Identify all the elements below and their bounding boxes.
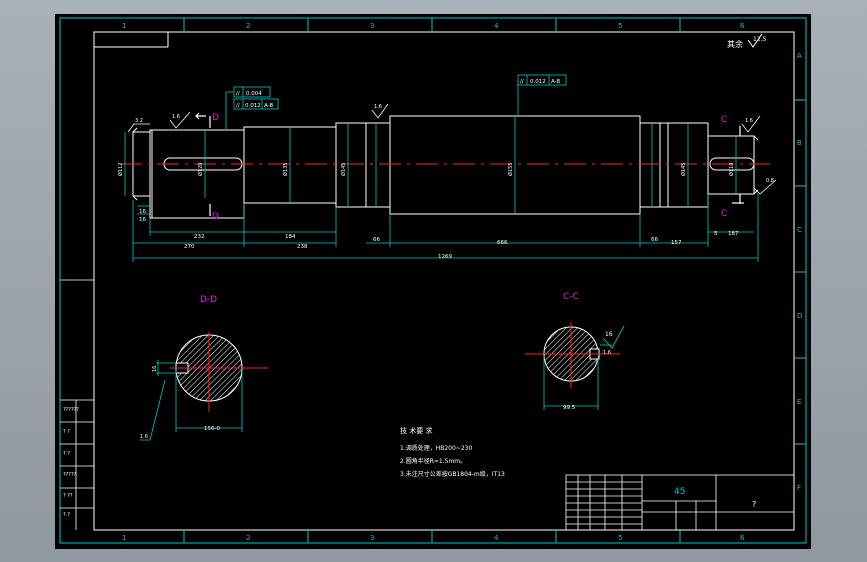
dim-small1: 16 — [139, 209, 146, 215]
section-cc-key: 16 — [605, 331, 613, 338]
dim-g: 66 — [651, 237, 658, 243]
section-cc-roughness: 1.6 — [603, 350, 611, 356]
section-dd-width: 156-0 — [204, 426, 220, 432]
dim-h: 157 — [671, 240, 682, 246]
zone-ticks — [183, 18, 806, 543]
zone-col-label: 3 — [370, 22, 374, 30]
section-cc-title: C-C — [563, 292, 579, 302]
tol-mid-val: 0.012 — [530, 79, 546, 85]
tol-icon: // — [520, 79, 524, 85]
rough-left-end: 3.2 — [135, 118, 143, 124]
zone-col-label: 1 — [122, 22, 126, 30]
section-marker-d-top: D — [212, 113, 219, 123]
left-col-cell: ? ? — [63, 512, 70, 518]
notes-line2: 2.圆角半径R=1.5mm。 — [400, 457, 466, 465]
zone-col-label: 4 — [494, 534, 499, 542]
titleblock-name: ? — [752, 500, 756, 509]
left-col-cell: ????? — [63, 472, 77, 478]
dia-left-end: Ø112 — [117, 163, 124, 176]
zone-col-label: 2 — [246, 534, 250, 542]
zone-row-label: D — [797, 312, 802, 320]
diameter-dim-lines — [124, 116, 737, 214]
dim-a: 232 — [194, 234, 205, 240]
zone-row-label: A — [797, 52, 802, 60]
zone-col-label: 5 — [618, 534, 622, 542]
section-marker-d-bottom: D — [212, 212, 219, 222]
section-dd-key: 16 — [152, 366, 158, 372]
tol-mid-ref: A-B — [551, 79, 560, 85]
dia-seg1: Ø120 — [197, 163, 204, 176]
tol-left-2-ref: A-B — [264, 103, 273, 109]
left-col-cell: ? ? — [63, 429, 70, 435]
dim-c: 270 — [184, 244, 195, 250]
tol-left-2-val: 0.012 — [245, 103, 261, 109]
zone-row-label: F — [797, 484, 801, 492]
left-col-cell: ? ? — [63, 451, 70, 457]
rough-center-top: 1.6 — [374, 104, 382, 110]
inner-border — [93, 31, 795, 531]
section-cut-lines — [195, 112, 744, 216]
dia-mid: Ø155 — [507, 163, 514, 176]
dim-b: 184 — [285, 234, 296, 240]
tol-icon: // — [236, 103, 240, 109]
length-dim-lines — [132, 194, 759, 262]
section-cc-dims — [543, 325, 625, 410]
dim-j: 187 — [728, 231, 739, 237]
rough-left-top: 1.6 — [172, 114, 180, 120]
dia-seg2: Ø135 — [282, 163, 289, 176]
notes-line1: 1.调质处理，HB200~230 — [400, 444, 472, 452]
roughness-symbol — [747, 33, 763, 48]
zone-col-label: 1 — [122, 534, 126, 542]
zone-row-label: C — [797, 226, 802, 234]
section-marker-c-bottom: C — [721, 209, 727, 219]
left-col-cell: ? ?? — [63, 493, 73, 499]
notes-title: 技 术要 求 — [400, 426, 432, 435]
tolerance-frames — [225, 74, 567, 130]
dim-d: 238 — [297, 244, 308, 250]
dim-e: 66 — [373, 237, 380, 243]
dim-small2: 16 — [139, 217, 146, 223]
dia-right-end: Ø110 — [728, 163, 735, 176]
left-col-cell: ?????? — [63, 407, 79, 413]
section-cc-width: 99.5 — [563, 405, 576, 411]
tol-icon: // — [236, 91, 240, 97]
roughness-symbols — [127, 103, 777, 195]
section-marker-c-top: C — [721, 115, 727, 125]
tol-left-1: 0.004 — [246, 91, 262, 97]
rough-right-bottom: 0.8 — [766, 178, 774, 184]
title-block — [565, 474, 795, 531]
section-dd-title: D-D — [200, 295, 217, 305]
zone-col-label: 6 — [740, 534, 745, 542]
section-dd-dims — [140, 360, 243, 441]
rough-right-top: 1.6 — [745, 118, 753, 124]
outer-border — [59, 17, 807, 544]
left-revision-column — [60, 279, 94, 530]
zone-col-label: 3 — [370, 534, 374, 542]
dia-right-bearing: Ø145 — [680, 163, 687, 176]
zone-col-label: 2 — [246, 22, 250, 30]
dim-f: 666 — [497, 240, 508, 246]
zone-col-label: 6 — [740, 22, 745, 30]
notes-line3: 3.未注尺寸公差按GB1804-m级，IT13 — [400, 470, 505, 478]
titleblock-material: 45 — [674, 487, 685, 497]
dim-i: 5 — [714, 231, 718, 237]
sheet-background — [55, 14, 811, 549]
dim-total: 1269 — [438, 254, 452, 260]
zone-row-label: E — [797, 398, 801, 406]
section-dd-roughness: 1.6 — [140, 434, 148, 440]
zone-row-label: B — [797, 139, 802, 147]
zone-col-label: 5 — [618, 22, 622, 30]
dia-seg3: Ø145 — [340, 163, 347, 176]
zone-col-label: 4 — [494, 22, 499, 30]
roughness-other-value: 12.5 — [753, 36, 767, 43]
roughness-other-label: 其余 — [727, 39, 743, 49]
